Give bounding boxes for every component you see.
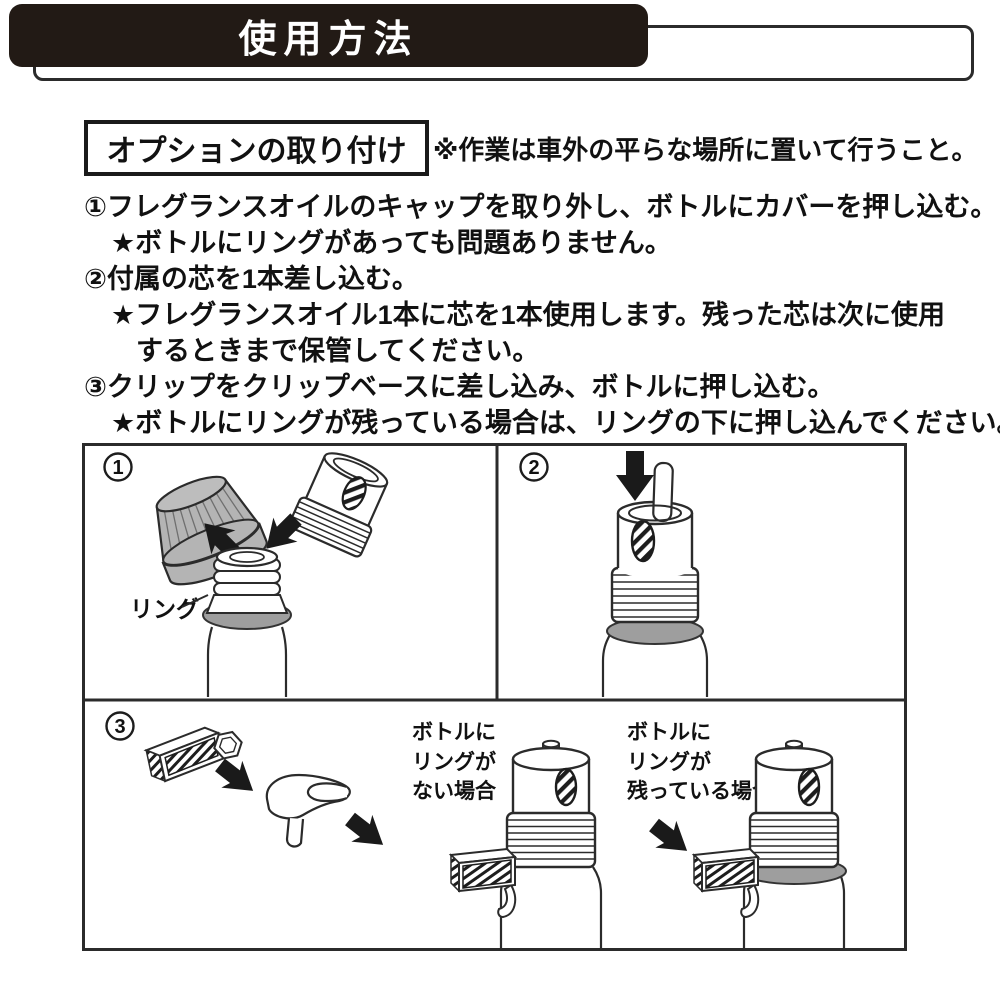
svg-text:ボトルに: ボトルに — [412, 721, 496, 744]
svg-text:ボトルに: ボトルに — [627, 721, 711, 744]
section-note: ※作業は車外の平らな場所に置いて行うこと。 — [433, 135, 978, 165]
wick-illustration — [652, 461, 674, 523]
svg-text:残っている場合: 残っている場合 — [627, 779, 774, 803]
step-3-text: ③クリップをクリップベースに差し込み、ボトルに押し込む。 — [84, 372, 835, 402]
step2-number-circle — [519, 452, 549, 482]
bottle-neck-illustration — [202, 546, 292, 697]
panel-step3: 3 ボトルに — [105, 711, 847, 951]
clip-illustration — [143, 726, 243, 783]
step3-number: 3 — [114, 716, 125, 738]
page-title: 使用方法 — [238, 19, 419, 61]
step2-number: 2 — [528, 457, 539, 479]
step-2-text: ②付属の芯を1本差し込む。 — [84, 264, 419, 294]
panel-step1: 1 — [103, 452, 389, 697]
bottle-with-ring-illustration — [693, 739, 847, 951]
illustration-panels: 1 — [82, 443, 907, 951]
case-no-ring-label: ボトルに リングが ない場合 — [412, 721, 497, 803]
panel-step2: 2 — [519, 451, 709, 697]
arrow-down-icon — [616, 451, 654, 501]
step-1-note: ★ボトルにリングがあっても問題ありません。 — [111, 228, 672, 258]
cover-on-bottle-illustration — [601, 461, 709, 697]
case-ring-label: ボトルに リングが 残っている場合 — [627, 721, 774, 803]
step-2-note: ★フレグランスオイル1本に芯を1本使用します。残った芯は次に使用 — [111, 300, 945, 330]
ring-pointer-line — [181, 594, 209, 608]
svg-text:リングが: リングが — [412, 750, 496, 774]
step-2-note-wrap: するときまで保管してください。 — [136, 336, 540, 366]
ring-label: リング — [130, 596, 199, 622]
title-banner: 使用方法 — [9, 4, 648, 67]
step-1-text: ①フレグランスオイルのキャップを取り外し、ボトルにカバーを押し込む。 — [84, 192, 998, 222]
svg-text:ない場合: ない場合 — [412, 779, 497, 803]
svg-text:リングが: リングが — [627, 750, 711, 774]
clip-base-illustration — [265, 773, 351, 848]
step1-number-circle — [103, 452, 133, 482]
step3-number-circle — [105, 711, 135, 741]
section-heading: オプションの取り付け — [106, 135, 407, 168]
step-3-note: ★ボトルにリングが残っている場合は、リングの下に押し込んでください。 — [111, 408, 1000, 438]
step1-number: 1 — [112, 457, 123, 479]
cover-illustration — [288, 452, 389, 558]
section-heading-box: オプションの取り付け — [84, 120, 429, 176]
